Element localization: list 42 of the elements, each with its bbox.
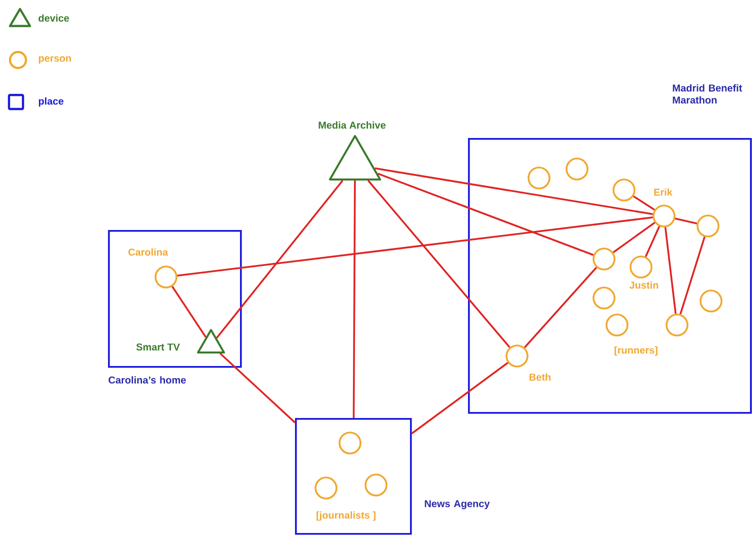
legend-text: device xyxy=(38,14,69,22)
connector-line xyxy=(612,222,656,254)
person-label: Carolina xyxy=(128,248,168,256)
connector-line xyxy=(378,172,594,256)
person-circle xyxy=(696,214,720,238)
device-label: Smart TV xyxy=(136,343,180,351)
connector-line xyxy=(674,218,698,224)
person-circle xyxy=(592,286,616,310)
place-label: Madrid Benefit Marathon xyxy=(672,84,742,104)
connector-line xyxy=(411,362,508,434)
person-circle xyxy=(338,432,362,454)
connector-line xyxy=(664,227,677,314)
connector-line xyxy=(680,236,706,314)
connector-line xyxy=(177,216,653,277)
legend-text: person xyxy=(38,56,71,64)
group-label: [runners] xyxy=(614,346,658,356)
device-label: Media Archive xyxy=(318,121,386,129)
connector-line xyxy=(644,226,660,257)
legend-text: place xyxy=(38,97,64,107)
person-circle xyxy=(612,178,636,202)
group-label: [journalists ] xyxy=(316,511,376,521)
person-circle xyxy=(700,290,722,312)
person-label: Justin xyxy=(629,281,658,289)
connector-line xyxy=(524,266,598,348)
person-label: Erik xyxy=(654,188,672,196)
connector-line xyxy=(374,167,653,216)
connector-line xyxy=(367,180,510,348)
person-label: Beth xyxy=(530,373,550,381)
person-circle xyxy=(364,474,388,496)
place-label: News Agency xyxy=(424,500,490,510)
connector-line xyxy=(216,180,344,338)
person-circle xyxy=(592,248,616,270)
person-circle xyxy=(666,314,688,336)
connector-line xyxy=(172,286,207,338)
place-label: Carolina’s home xyxy=(108,376,186,384)
connector-line xyxy=(633,195,655,211)
person-circle xyxy=(314,476,338,500)
connector-line xyxy=(220,352,296,424)
person-circle xyxy=(606,314,628,336)
connector-line xyxy=(352,180,356,418)
person-circle xyxy=(528,166,550,190)
person-circle xyxy=(566,158,588,180)
